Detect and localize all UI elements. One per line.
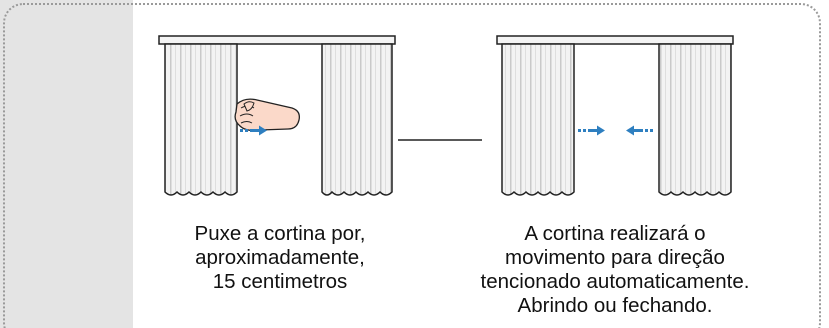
- left-caption: Puxe a cortina por, aproximadamente, 15 …: [160, 222, 400, 294]
- hand-icon: [234, 98, 300, 132]
- curtain-panel-left-b: [321, 43, 393, 196]
- right-caption: A cortina realizará o movimento para dir…: [440, 222, 790, 318]
- arrow-left-icon: [626, 125, 653, 136]
- curtain-panel-right-b: [658, 43, 732, 196]
- side-band: [0, 0, 133, 328]
- left-scene: [158, 35, 396, 196]
- curtain-rail-left: [158, 35, 396, 45]
- arrow-right-icon: [578, 125, 605, 136]
- right-caption-line: tencionado automaticamente.: [480, 270, 750, 293]
- curtain-rail-right: [496, 35, 734, 45]
- dotted-border: [3, 3, 821, 328]
- right-caption-line: Abrindo ou fechando.: [517, 294, 713, 317]
- right-caption-line: movimento para direção: [505, 246, 725, 269]
- curtain-panel-right-a: [501, 43, 575, 196]
- right-scene: [496, 35, 734, 196]
- left-caption-line: Puxe a cortina por,: [194, 222, 366, 245]
- arrow-right-icon: [240, 125, 267, 136]
- right-caption-line: A cortina realizará o: [524, 222, 706, 245]
- curtain-panel-left-a: [164, 43, 238, 196]
- left-caption-line: aproximadamente,: [195, 246, 365, 269]
- left-caption-line: 15 centimetros: [212, 270, 348, 293]
